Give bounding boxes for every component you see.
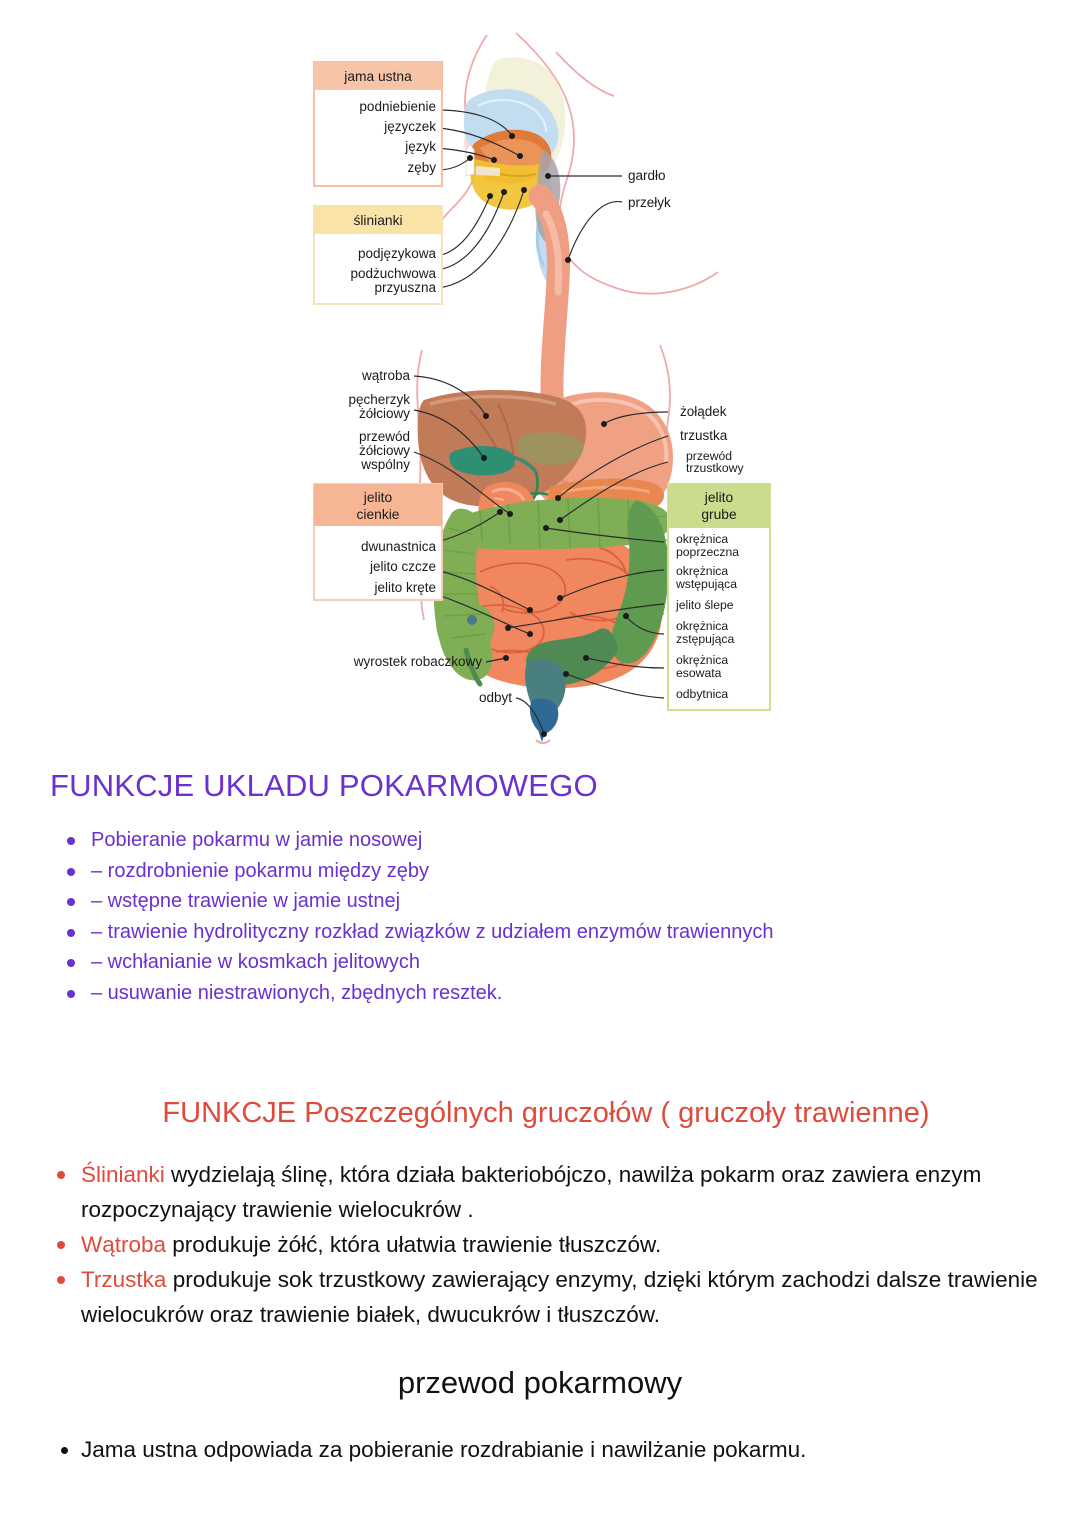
box-title-jelito-cienkie-l2: cienkie: [357, 507, 400, 522]
list-item: – trawienie hydrolityczny rozkład związk…: [50, 917, 1040, 948]
list-item: Pobieranie pokarmu w jamie nosowej: [50, 825, 1040, 856]
label-przewod-trzustkowy-2: trzustkowy: [686, 461, 744, 475]
label-okreznica-zstepujaca-1: okrężnica: [676, 619, 728, 633]
label-jezyk: język: [404, 139, 436, 154]
label-wyrostek-robaczkowy: wyrostek robaczkowy: [353, 654, 483, 669]
list-item: – rozdrobnienie pokarmu między zęby: [50, 856, 1040, 887]
list-item: Ślinianki wydzielają ślinę, która działa…: [50, 1157, 1040, 1227]
diagram-free-labels: gardło przełyk wątroba pęcherzyk żółciow…: [348, 168, 744, 705]
label-jelito-krete: jelito kręte: [373, 580, 436, 595]
gallbladder-icon: [449, 446, 538, 476]
label-pecherzyk-1: pęcherzyk: [348, 392, 410, 407]
list-item-text: wydzielają ślinę, która działa bakteriob…: [81, 1162, 982, 1222]
list-item: Trzustka produkuje sok trzustkowy zawier…: [50, 1262, 1040, 1332]
label-box-jama-ustna: jama ustna podniebienie języczek język z…: [313, 61, 443, 187]
tract-list: Jama ustna odpowiada za pobieranie rozdr…: [50, 1433, 1040, 1467]
esophagus-icon: [528, 184, 570, 412]
label-okreznica-poprzeczna-1: okrężnica: [676, 532, 728, 546]
label-okreznica-esowata-2: esowata: [676, 666, 722, 680]
label-przewod-trzustkowy-1: przewód: [686, 449, 732, 463]
keyword-slinianki: Ślinianki: [81, 1162, 165, 1187]
label-jezyczek: języczek: [383, 119, 436, 134]
label-przewod-zolciowy-1: przewód: [359, 429, 410, 444]
functions-list: Pobieranie pokarmu w jamie nosowej – roz…: [50, 825, 1040, 1008]
label-przyuszna: przyuszna: [374, 280, 436, 295]
label-podniebienie: podniebienie: [359, 99, 436, 114]
liver-icon: [417, 389, 587, 507]
list-item: – usuwanie niestrawionych, zbędnych resz…: [50, 978, 1040, 1009]
label-podzuchwowa: podżuchwowa: [350, 266, 436, 281]
digestive-system-diagram: jama ustna podniebienie języczek język z…: [0, 0, 1080, 745]
list-item: Wątroba produkuje żółć, która ułatwia tr…: [50, 1227, 1040, 1262]
list-item-text: produkuje sok trzustkowy zawierający enz…: [81, 1267, 1038, 1327]
box-title-jelito-cienkie-l1: jelito: [363, 490, 393, 505]
label-okreznica-wstepujaca-2: wstępująca: [675, 577, 737, 591]
label-dwunastnica: dwunastnica: [361, 539, 437, 554]
label-jelito-czcze: jelito czcze: [369, 559, 436, 574]
heading-funkcje-ukladu-pokarmowego: FUNKCJE UKLADU POKARMOWEGO: [50, 768, 598, 803]
label-przewod-zolciowy-2: żółciowy: [359, 443, 410, 458]
label-odbyt: odbyt: [479, 690, 512, 705]
label-przewod-zolciowy-3: wspólny: [360, 457, 410, 472]
label-przelyk: przełyk: [628, 195, 671, 210]
list-item: Jama ustna odpowiada za pobieranie rozdr…: [50, 1433, 1040, 1467]
label-box-jelito-cienkie: jelito cienkie dwunastnica jelito czcze …: [313, 483, 443, 601]
heading-przewod-pokarmowy: przewod pokarmowy: [397, 1365, 683, 1400]
keyword-watroba: Wątroba: [81, 1232, 167, 1257]
label-okreznica-poprzeczna-2: poprzeczna: [676, 545, 739, 559]
rectum-anus-icon: [525, 659, 566, 744]
box-title-jelito-grube-l2: grube: [701, 507, 737, 522]
list-item-text: produkuje żółć, która ułatwia trawienie …: [166, 1232, 662, 1257]
label-odbytnica: odbytnica: [676, 687, 728, 701]
box-title-slinianki: ślinianki: [353, 213, 402, 228]
label-okreznica-wstepujaca-1: okrężnica: [676, 564, 728, 578]
box-title-jama-ustna: jama ustna: [343, 69, 412, 84]
label-watroba: wątroba: [361, 368, 411, 383]
label-zeby: zęby: [407, 160, 436, 175]
label-okreznica-esowata-1: okrężnica: [676, 653, 728, 667]
label-okreznica-zstepujaca-2: zstępująca: [676, 632, 734, 646]
box-title-jelito-grube-l1: jelito: [704, 490, 734, 505]
label-pecherzyk-2: żółciowy: [359, 406, 410, 421]
label-zoladek: żołądek: [680, 404, 727, 419]
list-item: – wstępne trawienie w jamie ustnej: [50, 886, 1040, 917]
leader-lines: [413, 109, 669, 737]
label-trzustka: trzustka: [680, 428, 728, 443]
glands-list: Ślinianki wydzielają ślinę, która działa…: [50, 1157, 1040, 1332]
label-box-jelito-grube: jelito grube okrężnica poprzeczna okrężn…: [667, 483, 771, 711]
label-box-slinianki: ślinianki podjęzykowa podżuchwowa przyus…: [313, 205, 443, 305]
keyword-trzustka: Trzustka: [81, 1267, 167, 1292]
list-item: – wchłanianie w kosmkach jelitowych: [50, 947, 1040, 978]
label-podjezykowa: podjęzykowa: [358, 246, 437, 261]
label-jelito-slepe: jelito ślepe: [675, 598, 734, 612]
label-gardlo: gardło: [628, 168, 666, 183]
heading-funkcje-gruczolow: FUNKCJE Poszczególnych gruczołów ( grucz…: [162, 1097, 930, 1129]
